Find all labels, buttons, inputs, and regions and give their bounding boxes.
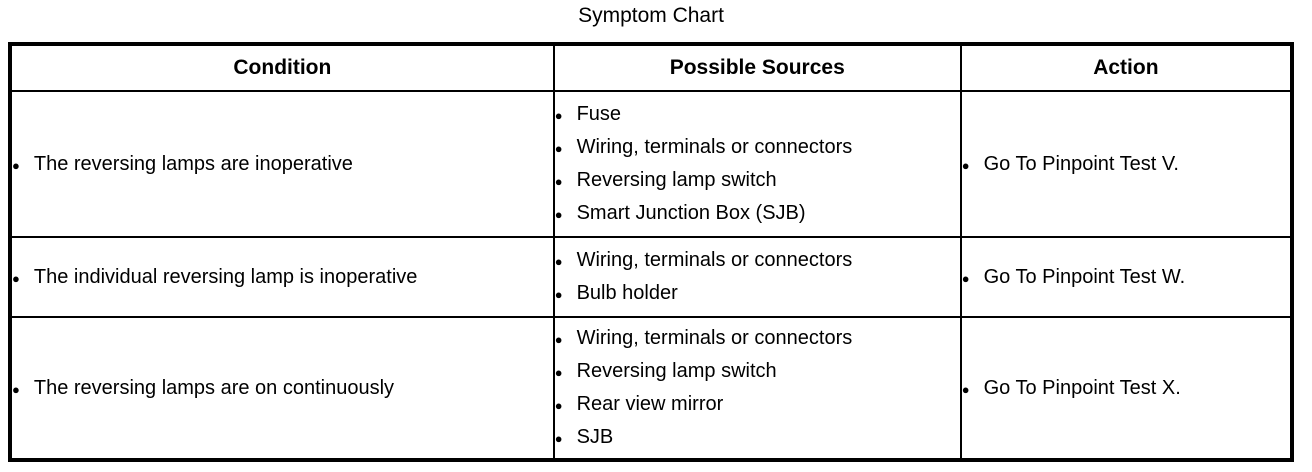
source-text: SJB [576,426,614,448]
source-text: Reversing lamp switch [576,169,777,191]
bullet-icon: ● [12,157,20,173]
column-header-condition: Condition [10,44,555,92]
possible-sources-cell: ● Wiring, terminals or connectors ● Reve… [552,316,962,460]
source-item: ● Reversing lamp switch [555,355,960,388]
bullet-icon: ● [554,398,563,413]
condition-item: ● The reversing lamps are on continuousl… [12,372,553,405]
source-item: ● Bulb holder [555,277,960,310]
condition-text: The individual reversing lamp is inopera… [33,265,418,288]
bullet-icon: ● [554,431,563,446]
source-text: Fuse [576,103,622,125]
symptom-chart-table: Condition Possible Sources Action ● The … [8,42,1294,462]
bullet-icon: ● [961,157,970,173]
source-item: ● SJB [555,421,960,454]
source-text: Bulb holder [576,282,678,304]
source-text: Wiring, terminals or connectors [576,249,853,271]
bullet-icon: ● [961,270,970,286]
possible-sources-cell: ● Fuse ● Wiring, terminals or connectors… [552,90,962,238]
action-text: Go To Pinpoint Test W. [983,265,1186,288]
table-row: ● The reversing lamps are inoperative ● … [10,90,1293,238]
bullet-icon: ● [554,207,563,222]
bullet-icon: ● [12,381,20,397]
condition-cell: ● The individual reversing lamp is inope… [10,236,555,318]
action-cell: ● Go To Pinpoint Test V. [959,90,1293,238]
bullet-icon: ● [961,381,970,397]
condition-item: ● The reversing lamps are inoperative [12,148,553,181]
condition-cell: ● The reversing lamps are on continuousl… [10,316,555,460]
bullet-icon: ● [554,141,563,156]
action-item: ● Go To Pinpoint Test X. [962,372,1290,405]
condition-text: The reversing lamps are on continuously [33,376,395,399]
source-item: ● Wiring, terminals or connectors [555,131,960,164]
bullet-icon: ● [554,254,563,269]
bullet-icon: ● [12,270,20,286]
action-item: ● Go To Pinpoint Test V. [962,148,1290,181]
column-header-action: Action [959,44,1293,92]
table-row: ● The individual reversing lamp is inope… [10,236,1293,318]
action-cell: ● Go To Pinpoint Test W. [959,236,1293,318]
source-item: ● Rear view mirror [555,388,960,421]
source-text: Rear view mirror [576,393,724,415]
action-cell: ● Go To Pinpoint Test X. [959,316,1293,460]
possible-sources-cell: ● Wiring, terminals or connectors ● Bulb… [552,236,962,318]
table-header-row: Condition Possible Sources Action [10,44,1293,92]
source-text: Wiring, terminals or connectors [576,327,853,349]
bullet-icon: ● [554,108,563,123]
action-text: Go To Pinpoint Test X. [983,376,1181,399]
page-title: Symptom Chart [578,4,724,27]
source-item: ● Wiring, terminals or connectors [555,322,960,355]
column-header-possible-sources: Possible Sources [552,44,962,92]
source-text: Reversing lamp switch [576,360,777,382]
table-row: ● The reversing lamps are on continuousl… [10,316,1293,460]
action-text: Go To Pinpoint Test V. [983,152,1179,175]
source-item: ● Reversing lamp switch [555,164,960,197]
bullet-icon: ● [554,174,563,189]
condition-item: ● The individual reversing lamp is inope… [12,261,553,294]
bullet-icon: ● [554,332,563,347]
source-text: Smart Junction Box (SJB) [576,202,806,224]
bullet-icon: ● [554,287,563,302]
condition-cell: ● The reversing lamps are inoperative [10,90,555,238]
source-item: ● Smart Junction Box (SJB) [555,197,960,230]
action-item: ● Go To Pinpoint Test W. [962,261,1290,294]
source-item: ● Wiring, terminals or connectors [555,244,960,277]
source-text: Wiring, terminals or connectors [576,136,853,158]
source-item: ● Fuse [555,98,960,131]
condition-text: The reversing lamps are inoperative [33,152,353,175]
bullet-icon: ● [554,365,563,380]
